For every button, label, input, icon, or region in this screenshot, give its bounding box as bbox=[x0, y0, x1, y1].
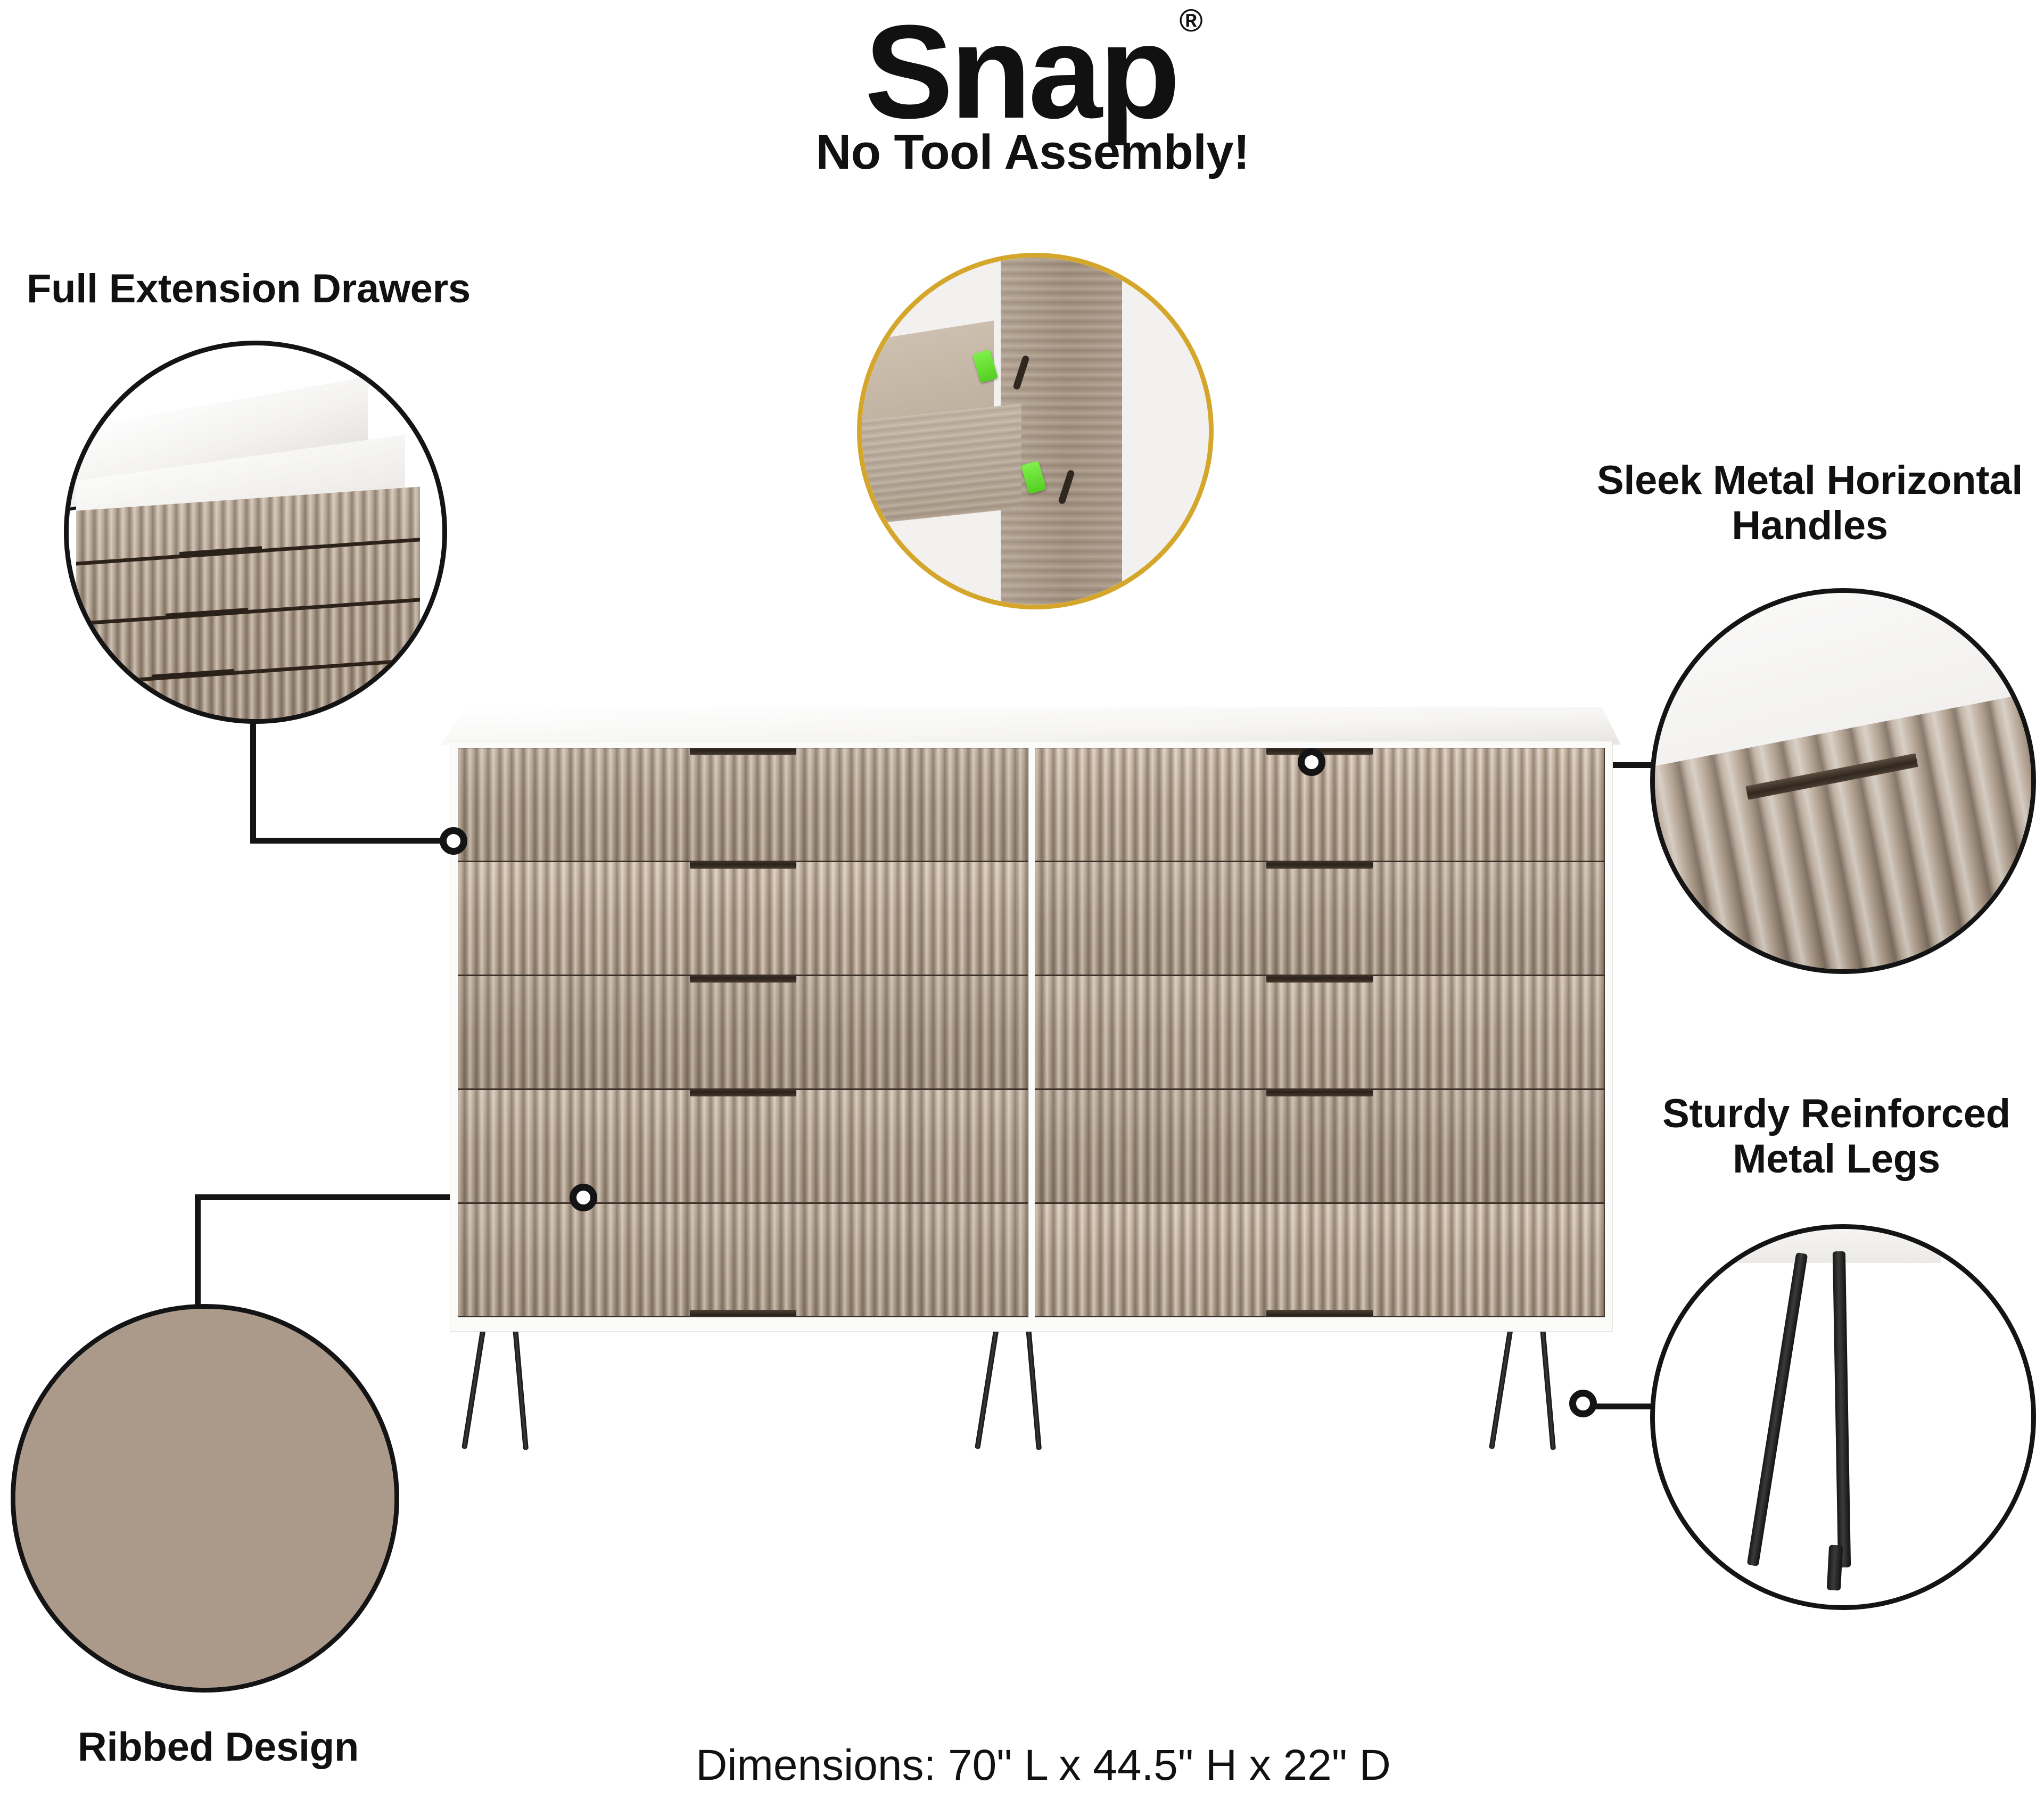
dresser-body-angled bbox=[76, 486, 420, 719]
drawer[interactable] bbox=[458, 862, 1028, 976]
extension-scene bbox=[69, 345, 442, 719]
callout-circle-sleek-metal-horizontal-handles bbox=[1650, 588, 2036, 974]
drawer[interactable] bbox=[1034, 976, 1605, 1089]
drawer-handle[interactable] bbox=[689, 748, 796, 755]
product-dimensions-text: Dimensions: 70" L x 44.5" H x 22" D bbox=[696, 1741, 1391, 1789]
drawer-handle[interactable] bbox=[689, 1310, 796, 1316]
dresser-leg bbox=[1489, 1327, 1513, 1449]
connector-ribbed-horizontal bbox=[195, 1194, 589, 1200]
registered-trademark-icon: ® bbox=[1179, 2, 1203, 38]
drawer[interactable] bbox=[458, 1089, 1028, 1203]
feature-label-sturdy-reinforced-metal-legs: Sturdy Reinforced Metal Legs bbox=[1662, 1091, 2010, 1182]
drawer[interactable] bbox=[458, 976, 1028, 1089]
callout-circle-no-tool-assembly bbox=[857, 253, 1214, 609]
connector-full-extension-vertical bbox=[250, 713, 256, 844]
callout-marker-handles bbox=[1298, 748, 1325, 776]
drawer-front-ribbed-wood bbox=[458, 748, 1028, 861]
dresser-leg bbox=[975, 1327, 999, 1449]
drawer-front-ribbed-wood bbox=[458, 976, 1028, 1088]
drawer-front-ribbed-wood bbox=[1035, 862, 1604, 975]
drawer-front-ribbed-wood bbox=[1035, 1090, 1604, 1202]
wood-panel-horizontal bbox=[862, 403, 1021, 528]
drawer-handle[interactable] bbox=[689, 976, 796, 983]
feature-label-sleek-metal-horizontal-handles: Sleek Metal Horizontal Handles bbox=[1596, 458, 2023, 549]
dresser-case bbox=[450, 741, 1613, 1332]
dresser-top-panel bbox=[441, 707, 1621, 745]
brand-name: Snap® bbox=[864, 2, 1203, 138]
drawer-handle[interactable] bbox=[1266, 1310, 1373, 1316]
connector-legs-horizontal bbox=[1584, 1404, 1669, 1409]
brand-header: Snap® No Tool Assembly! bbox=[729, 2, 1336, 180]
product-image-dresser bbox=[441, 707, 1621, 1450]
metal-legs-scene bbox=[1655, 1229, 2031, 1605]
drawer-handle[interactable] bbox=[689, 1090, 796, 1096]
feature-label-ribbed-design: Ribbed Design bbox=[77, 1724, 359, 1770]
drawer-front-ribbed-wood bbox=[458, 862, 1028, 975]
callout-circle-sturdy-reinforced-metal-legs bbox=[1650, 1224, 2036, 1610]
brand-tagline: No Tool Assembly! bbox=[815, 125, 1250, 179]
drawer-column-left bbox=[458, 748, 1028, 1317]
dresser-leg bbox=[1026, 1327, 1042, 1450]
drawer[interactable] bbox=[1034, 1203, 1605, 1317]
dresser-leg bbox=[513, 1327, 529, 1450]
callout-marker-legs bbox=[1569, 1390, 1597, 1417]
drawer-front-ribbed-wood bbox=[458, 1090, 1028, 1202]
drawer-front-ribbed-wood bbox=[1035, 1204, 1604, 1316]
drawer[interactable] bbox=[1034, 862, 1605, 976]
drawer-column-right bbox=[1034, 748, 1605, 1317]
connector-ribbed-vertical bbox=[195, 1194, 201, 1341]
drawer-handle[interactable] bbox=[1266, 862, 1373, 869]
callout-circle-ribbed-design bbox=[11, 1304, 399, 1693]
ribbed-wood-macro-texture bbox=[15, 1309, 394, 1688]
drawer-handle[interactable] bbox=[689, 862, 796, 869]
callout-image-metal-legs bbox=[1655, 1229, 2031, 1605]
drawer[interactable] bbox=[458, 748, 1028, 862]
drawer-front-ribbed-wood bbox=[458, 1204, 1028, 1316]
callout-image-full-extension-drawers bbox=[69, 345, 442, 719]
callout-image-handles bbox=[1655, 593, 2031, 969]
drawer[interactable] bbox=[1034, 1089, 1605, 1203]
drawer-handle[interactable] bbox=[1266, 976, 1373, 983]
callout-marker-full-extension bbox=[440, 827, 467, 855]
callout-image-ribbed-design bbox=[15, 1309, 394, 1688]
brand-name-text: Snap bbox=[864, 0, 1180, 146]
hairpin-leg-rod bbox=[1746, 1252, 1808, 1567]
feature-label-full-extension-drawers: Full Extension Drawers bbox=[27, 266, 471, 311]
snap-joint-scene bbox=[862, 258, 1209, 605]
dresser-leg bbox=[1540, 1327, 1556, 1450]
dresser-leg bbox=[461, 1327, 486, 1449]
drawer[interactable] bbox=[458, 1203, 1028, 1317]
wood-panel-vertical bbox=[1000, 258, 1122, 605]
callout-image-no-tool-assembly bbox=[862, 258, 1209, 605]
callout-marker-ribbed bbox=[570, 1184, 597, 1211]
connector-full-extension-horizontal bbox=[250, 838, 452, 844]
callout-circle-full-extension-drawers bbox=[64, 341, 447, 724]
drawer-front-ribbed-wood bbox=[1035, 976, 1604, 1088]
dresser-base-plate bbox=[1707, 1229, 1941, 1263]
hairpin-leg-foot bbox=[1827, 1545, 1843, 1591]
hairpin-leg-rod bbox=[1833, 1251, 1851, 1568]
handle-closeup-scene bbox=[1655, 593, 2031, 969]
drawer-handle[interactable] bbox=[1266, 1090, 1373, 1096]
